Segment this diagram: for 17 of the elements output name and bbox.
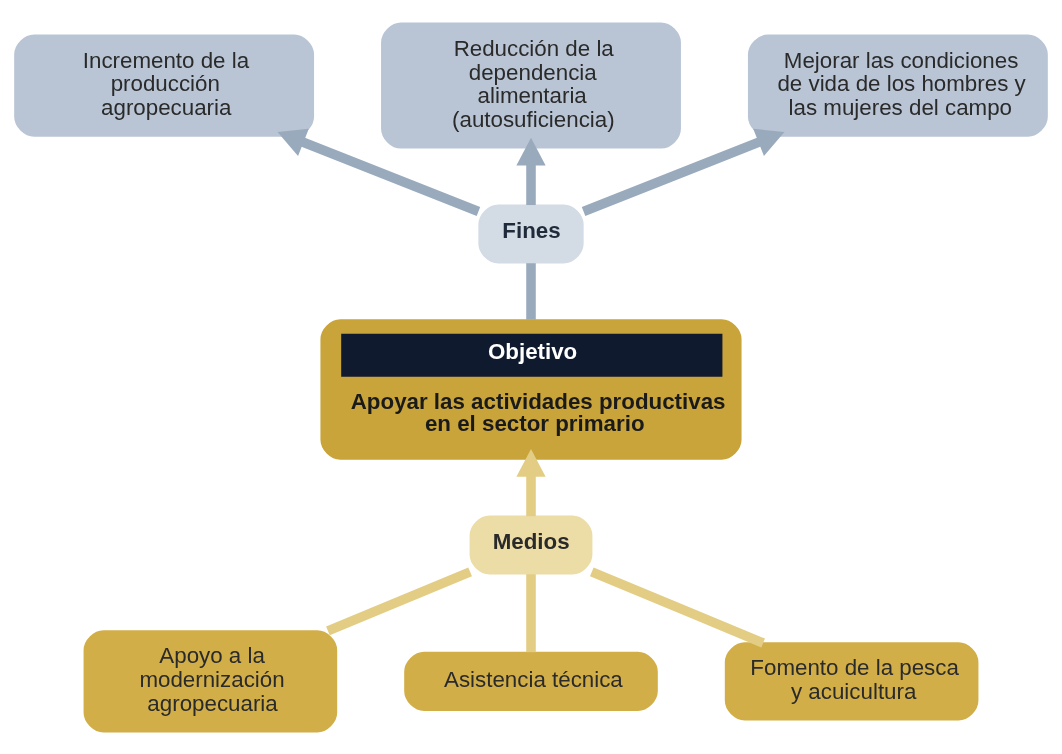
node-box: Mejorar las condiciones de vida de los hombres y las mujeres del campo: [747, 34, 1048, 137]
node-box: Incremento de la producción agropecuaria: [14, 34, 315, 137]
connector: [526, 573, 536, 652]
node-box: Medios: [469, 515, 593, 574]
node-box: Asistencia técnica: [404, 651, 658, 711]
node-box: Fines: [478, 203, 584, 263]
connector: [589, 566, 765, 647]
node-box: Apoyo a la modernización agropecuaria: [83, 629, 338, 732]
arrow: [516, 448, 546, 516]
connector: [326, 566, 472, 635]
node-box: Fomento de la pesca y acuicultura: [724, 641, 979, 720]
arrow: [581, 128, 785, 216]
connector: [526, 262, 536, 320]
arrow: [277, 128, 481, 216]
arrow: [516, 137, 546, 205]
node-box: Reducción de la dependencia alimentaria (autosuficiencia): [381, 22, 681, 149]
node-box: Objetivo Apoyar las actividades productivas en el sector primario: [320, 318, 742, 460]
